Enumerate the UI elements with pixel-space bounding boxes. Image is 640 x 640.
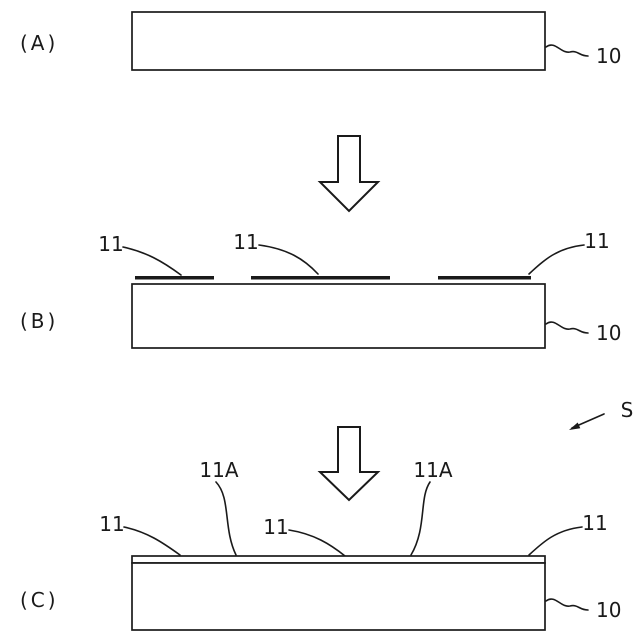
leader-line-11-b-left <box>122 246 182 276</box>
ref-11-c-left: 11 <box>99 512 124 536</box>
strip-b-left <box>135 276 214 280</box>
leader-line-10-a <box>545 44 589 57</box>
substrate-b <box>131 283 546 349</box>
strip-b-mid <box>251 276 390 280</box>
ref-11a-c-right: 11A <box>413 458 452 482</box>
leader-line-11-b-mid <box>258 244 319 275</box>
leader-line-11-c-left <box>123 526 181 556</box>
substrate-a <box>131 11 546 71</box>
ref-11-b-right: 11 <box>584 229 609 253</box>
ref-11a-c-left: 11A <box>199 458 238 482</box>
panel-b: 11 11 11 (B) 10 <box>20 229 621 349</box>
ref-10-a: 10 <box>596 44 621 68</box>
leader-line-11a-left <box>215 481 237 556</box>
panel-c: 11A 11A 11 11 11 (C) 10 <box>20 458 621 631</box>
leader-line-10-b <box>545 321 589 334</box>
leader-line-11a-right <box>410 481 431 556</box>
strip-b-right <box>438 276 531 280</box>
ref-11-b-mid: 11 <box>233 230 258 254</box>
down-arrow-2-icon <box>317 426 381 502</box>
ref-11-b-left: 11 <box>98 232 123 256</box>
ref-11-c-right: 11 <box>582 511 607 535</box>
substrate-c <box>131 562 546 631</box>
s-arrowhead-icon <box>569 422 581 430</box>
panel-a: (A) 10 <box>20 11 621 71</box>
ref-10-b: 10 <box>596 321 621 345</box>
ref-s: S <box>621 398 634 422</box>
leader-line-11-b-right <box>528 244 585 275</box>
overall-reference: S <box>569 398 633 430</box>
leader-line-11-c-mid <box>288 529 346 557</box>
panel-a-label: (A) <box>20 31 58 55</box>
merged-layer-c <box>131 555 546 564</box>
ref-10-c: 10 <box>596 598 621 622</box>
panel-c-label: (C) <box>20 588 59 612</box>
ref-11-c-mid: 11 <box>263 515 288 539</box>
leader-line-10-c <box>545 598 589 611</box>
down-arrow-1-icon <box>317 135 381 213</box>
leader-line-11-c-right <box>528 526 583 556</box>
panel-b-label: (B) <box>20 309 58 333</box>
